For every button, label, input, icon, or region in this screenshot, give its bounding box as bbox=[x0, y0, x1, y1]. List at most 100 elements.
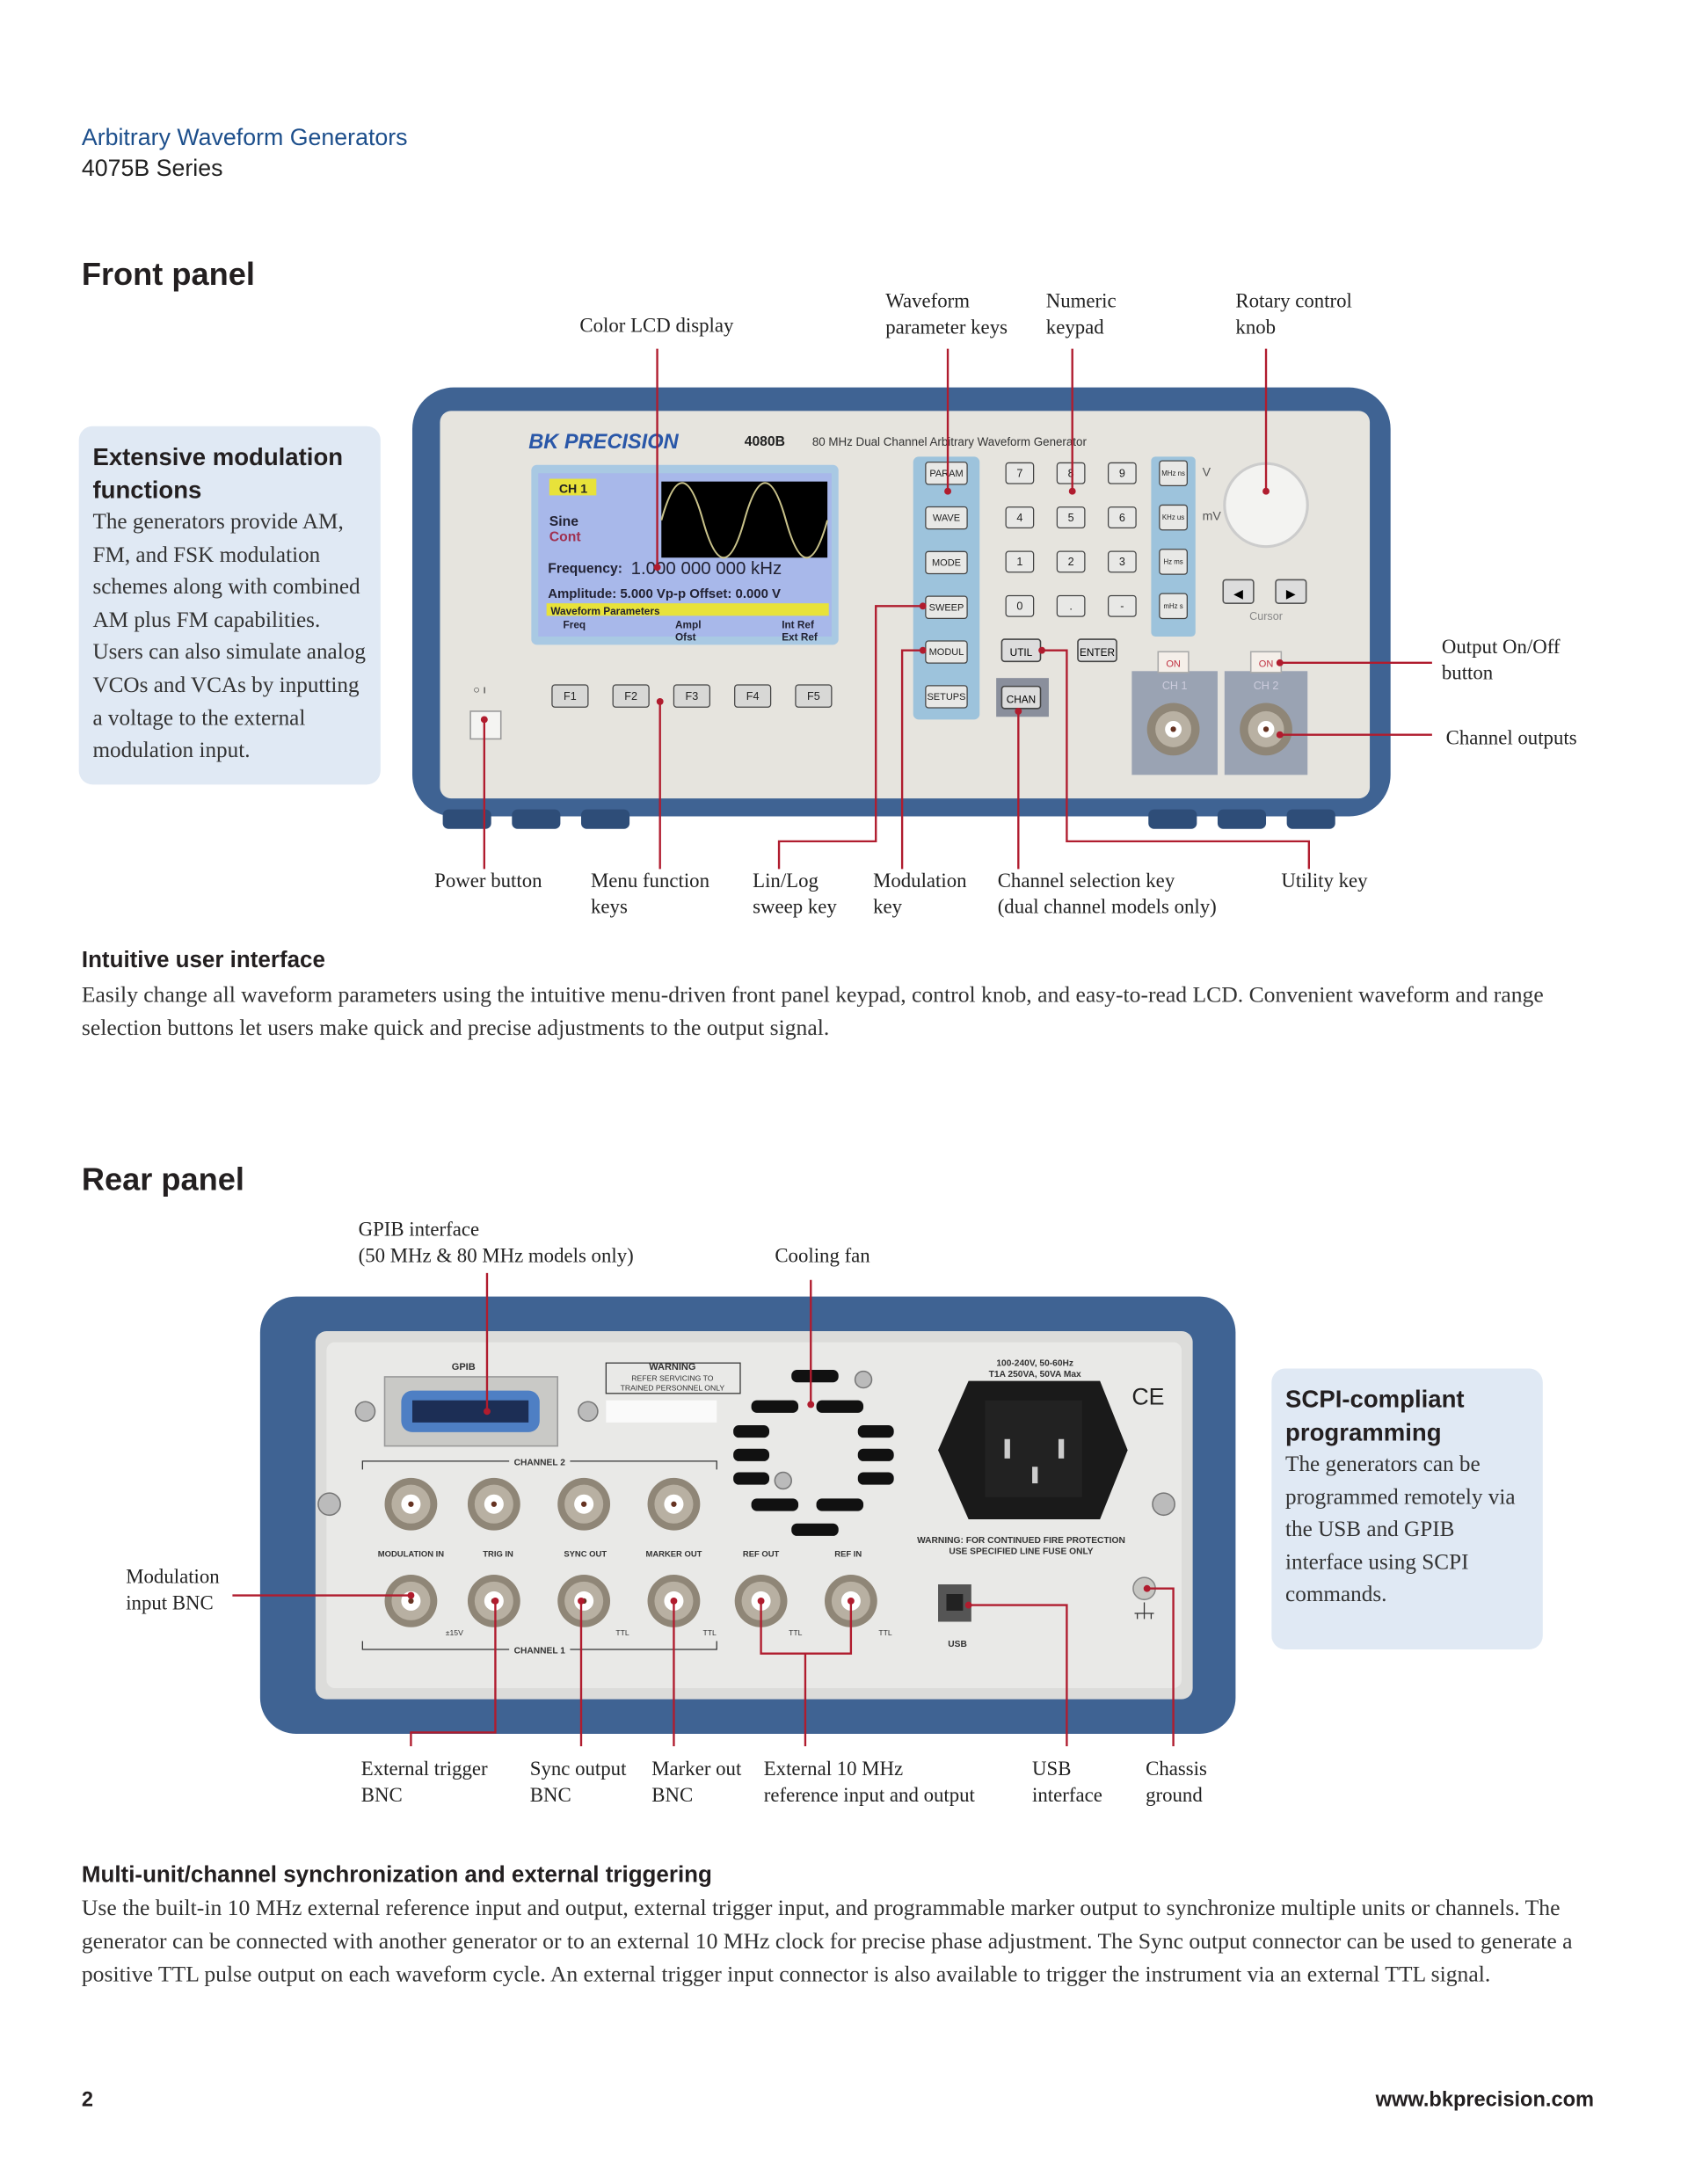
chan-key[interactable]: CHAN bbox=[1000, 685, 1042, 710]
channel2-label: CHANNEL 2 bbox=[514, 1459, 566, 1468]
key-modul[interactable]: MODUL bbox=[925, 640, 968, 664]
label-color-lcd: Color LCD display bbox=[579, 315, 734, 339]
keypad-key[interactable]: 5 bbox=[1056, 506, 1086, 529]
svg-text:5: 5 bbox=[1068, 512, 1074, 524]
power-rating: 100-240V, 50-60Hz bbox=[996, 1358, 1073, 1368]
cursor-label: Cursor bbox=[1249, 610, 1283, 622]
unit-key[interactable]: MHz ns bbox=[1159, 460, 1188, 487]
lcd-display: CH 1 Sine Cont Frequency: 1.000 000 000 … bbox=[531, 464, 839, 645]
usb-port[interactable] bbox=[938, 1584, 971, 1622]
callout-body: The generators can be programmed remotel… bbox=[1285, 1452, 1516, 1607]
ch2-bnc-connector[interactable] bbox=[647, 1477, 701, 1531]
cursor-right-button[interactable]: ▶ bbox=[1275, 579, 1307, 604]
callout-title: Extensive modulation functions bbox=[92, 442, 344, 504]
svg-text:○ ı: ○ ı bbox=[473, 683, 486, 695]
ttl-label: TTL bbox=[615, 1628, 629, 1637]
unit-key[interactable]: Hz ms bbox=[1159, 549, 1188, 575]
key-param[interactable]: PARAM bbox=[925, 462, 968, 485]
leader-dots bbox=[407, 487, 1284, 1609]
keypad-key[interactable]: . bbox=[1056, 594, 1086, 617]
ch2-on-button[interactable]: ON bbox=[1249, 651, 1283, 673]
svg-text:KHz us: KHz us bbox=[1162, 513, 1184, 521]
ch1-bnc-connector[interactable] bbox=[1146, 703, 1200, 756]
softkey-f3[interactable]: F3 bbox=[673, 684, 710, 708]
svg-text:CHAN: CHAN bbox=[1007, 693, 1036, 705]
lcd-channel: CH 1 bbox=[559, 482, 587, 496]
softkey-f2[interactable]: F2 bbox=[612, 684, 650, 708]
svg-text:SETUPS: SETUPS bbox=[927, 692, 965, 703]
cursor-left-button[interactable]: ◀ bbox=[1222, 579, 1255, 604]
enter-key[interactable]: ENTER bbox=[1077, 638, 1117, 663]
connector-label: MODULATION IN bbox=[378, 1550, 445, 1560]
svg-text:6: 6 bbox=[1119, 512, 1125, 524]
waveform-trace bbox=[660, 482, 829, 559]
key-mode[interactable]: MODE bbox=[925, 550, 968, 575]
units-panel bbox=[1151, 456, 1196, 637]
label-usb-interface: USB interface bbox=[1032, 1758, 1102, 1808]
ch1-bnc-connector[interactable] bbox=[384, 1574, 438, 1627]
sync-body: Use the built-in 10 MHz external referen… bbox=[81, 1894, 1573, 1987]
svg-text:Hz ms: Hz ms bbox=[1163, 558, 1182, 566]
softkey-f5[interactable]: F5 bbox=[795, 684, 833, 708]
key-setups[interactable]: SETUPS bbox=[925, 685, 968, 709]
ch2-bnc-connector[interactable] bbox=[467, 1477, 520, 1531]
front-panel-heading: Front panel bbox=[81, 256, 255, 293]
keypad-key[interactable]: 3 bbox=[1107, 550, 1137, 573]
svg-text:SWEEP: SWEEP bbox=[929, 602, 964, 613]
keypad-key[interactable]: 4 bbox=[1005, 506, 1035, 529]
label-channel-selection: Channel selection key (dual channel mode… bbox=[997, 870, 1217, 920]
label-sweep-key: Lin/Log sweep key bbox=[753, 870, 837, 920]
svg-text:F5: F5 bbox=[807, 690, 820, 703]
svg-text:8: 8 bbox=[1068, 467, 1074, 479]
connector-label: REF IN bbox=[834, 1550, 862, 1560]
softkey-f1[interactable]: F1 bbox=[551, 684, 589, 708]
svg-text:1: 1 bbox=[1016, 556, 1022, 568]
power-inlet[interactable] bbox=[938, 1380, 1128, 1520]
keypad-key[interactable]: 2 bbox=[1056, 550, 1086, 573]
svg-text:F2: F2 bbox=[624, 690, 637, 703]
keypad-key[interactable]: 8 bbox=[1056, 462, 1086, 484]
keypad-key[interactable]: 0 bbox=[1005, 594, 1035, 617]
ch1-on-button[interactable]: ON bbox=[1157, 651, 1190, 673]
label-sync-output: Sync output BNC bbox=[529, 1758, 627, 1808]
model-number: 4080B bbox=[745, 434, 785, 449]
warning-label: WARNING REFER SERVICING TO TRAINED PERSO… bbox=[605, 1362, 741, 1423]
svg-text:MODUL: MODUL bbox=[929, 647, 964, 658]
svg-text:mHz s: mHz s bbox=[1163, 602, 1182, 610]
website-link[interactable]: www.bkprecision.com bbox=[1375, 2087, 1595, 2112]
label-utility-key: Utility key bbox=[1281, 870, 1368, 893]
interface-heading: Intuitive user interface bbox=[81, 948, 325, 973]
label-cooling-fan: Cooling fan bbox=[775, 1245, 870, 1268]
callout-body: The generators provide AM, FM, and FSK m… bbox=[92, 510, 366, 763]
ch2-bnc-connector[interactable] bbox=[1240, 703, 1292, 756]
keypad-key[interactable]: 6 bbox=[1107, 506, 1137, 529]
lcd-bar: Waveform Parameters bbox=[550, 605, 660, 617]
sync-heading: Multi-unit/channel synchronization and e… bbox=[81, 1862, 712, 1888]
svg-text:2: 2 bbox=[1068, 556, 1074, 568]
unit-key[interactable]: mHz s bbox=[1159, 593, 1188, 620]
ch2-bnc-connector[interactable] bbox=[384, 1477, 438, 1531]
svg-text:4: 4 bbox=[1016, 512, 1022, 524]
power-button[interactable]: ○ ı bbox=[469, 683, 502, 740]
softkey-f4[interactable]: F4 bbox=[734, 684, 772, 708]
keypad-key[interactable]: - bbox=[1107, 594, 1137, 617]
unit-key[interactable]: KHz us bbox=[1159, 504, 1188, 531]
label-numeric-keypad: Numeric keypad bbox=[1045, 290, 1117, 339]
key-wave[interactable]: WAVE bbox=[925, 506, 968, 530]
util-key[interactable]: UTIL bbox=[1000, 638, 1042, 663]
keypad-key[interactable]: 7 bbox=[1005, 462, 1035, 484]
brand-logo: BK PRECISION bbox=[528, 431, 679, 454]
key-sweep[interactable]: SWEEP bbox=[925, 595, 968, 619]
keypad-key[interactable]: 9 bbox=[1107, 462, 1137, 484]
fuse-warning: USE SPECIFIED LINE FUSE ONLY bbox=[949, 1547, 1093, 1556]
doc-series: 4075B Series bbox=[81, 155, 223, 182]
label-chassis-ground: Chassis ground bbox=[1146, 1758, 1207, 1808]
label-gpib: GPIB interface (50 MHz & 80 MHz models o… bbox=[358, 1219, 634, 1268]
keypad-key[interactable]: 1 bbox=[1005, 550, 1035, 573]
svg-text:◀: ◀ bbox=[1233, 587, 1243, 601]
gpib-connector[interactable] bbox=[383, 1376, 559, 1447]
ch2-bnc-connector[interactable] bbox=[557, 1477, 611, 1531]
label-modulation-key: Modulation key bbox=[873, 870, 967, 920]
svg-text:F1: F1 bbox=[564, 690, 577, 703]
